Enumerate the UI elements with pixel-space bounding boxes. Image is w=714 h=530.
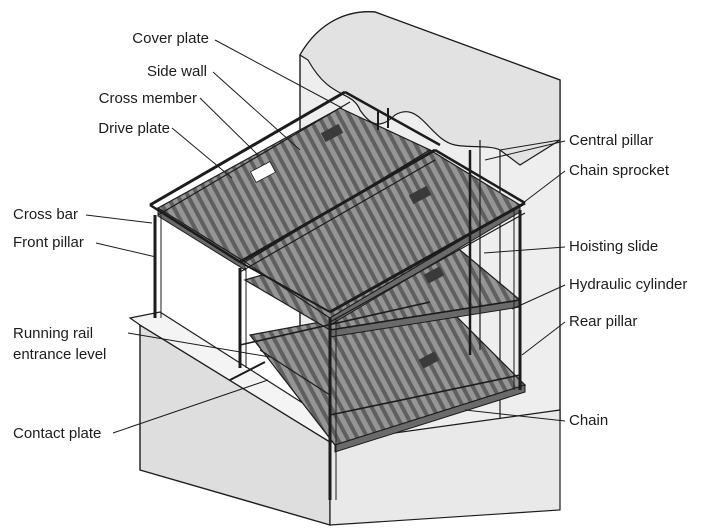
label-cross-member: Cross member: [99, 90, 197, 107]
label-front-pillar: Front pillar: [13, 234, 84, 251]
label-drive-plate: Drive plate: [98, 120, 170, 137]
leader-lines: [85, 39, 566, 434]
label-chain-sprocket: Chain sprocket: [569, 162, 670, 179]
label-running-rail-line1: Running rail: [13, 325, 93, 342]
lower-platform: [248, 299, 527, 453]
label-cover-plate: Cover plate: [132, 30, 209, 47]
label-cross-bar: Cross bar: [13, 206, 78, 223]
label-side-wall: Side wall: [147, 63, 207, 80]
label-running-rail-line2: entrance level: [13, 346, 106, 363]
label-chain: Chain: [569, 412, 608, 429]
label-contact-plate: Contact plate: [13, 425, 101, 442]
callout-labels: Cover plate Side wall Cross member Drive…: [13, 30, 687, 442]
label-hoisting-slide: Hoisting slide: [569, 238, 658, 255]
label-hydraulic-cylinder: Hydraulic cylinder: [569, 276, 687, 293]
label-central-pillar: Central pillar: [569, 132, 653, 149]
label-rear-pillar: Rear pillar: [569, 313, 637, 330]
steel-frame: [149, 90, 526, 500]
